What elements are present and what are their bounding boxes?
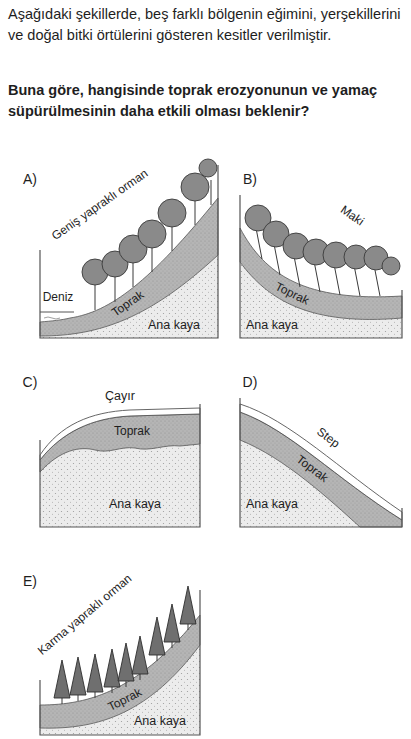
panel-c <box>40 404 200 527</box>
layer-label: Ana kaya <box>246 498 298 512</box>
sea-label: Deniz <box>43 291 74 304</box>
panel-b <box>240 195 402 338</box>
panel-e <box>40 586 200 735</box>
vegetation-label: Geniş yapraklı orman <box>50 167 151 243</box>
question-text: Buna göre, hangisinde toprak erozyonunun… <box>8 80 403 122</box>
option-letter: D) <box>243 375 258 390</box>
panel-a <box>40 159 218 338</box>
vegetation-label: Step <box>314 425 342 450</box>
vegetation-label: Çayır <box>105 390 135 404</box>
panel-d <box>240 398 402 527</box>
vegetation-label: Karma yapraklı orman <box>36 572 135 658</box>
layer-label: Ana kaya <box>246 319 298 333</box>
option-letter: E) <box>23 574 37 589</box>
option-letter: B) <box>243 172 257 187</box>
layer-label: Ana kaya <box>134 715 186 729</box>
option-letter: C) <box>23 375 38 390</box>
intro-text: Aşağıdaki şekillerde, beş farklı bölgeni… <box>8 4 403 46</box>
vegetation-label: Maki <box>338 203 366 228</box>
option-letter: A) <box>23 172 37 187</box>
layer-label: Toprak <box>114 425 150 438</box>
layer-label: Ana kaya <box>148 319 200 333</box>
layer-label: Ana kaya <box>109 498 161 512</box>
